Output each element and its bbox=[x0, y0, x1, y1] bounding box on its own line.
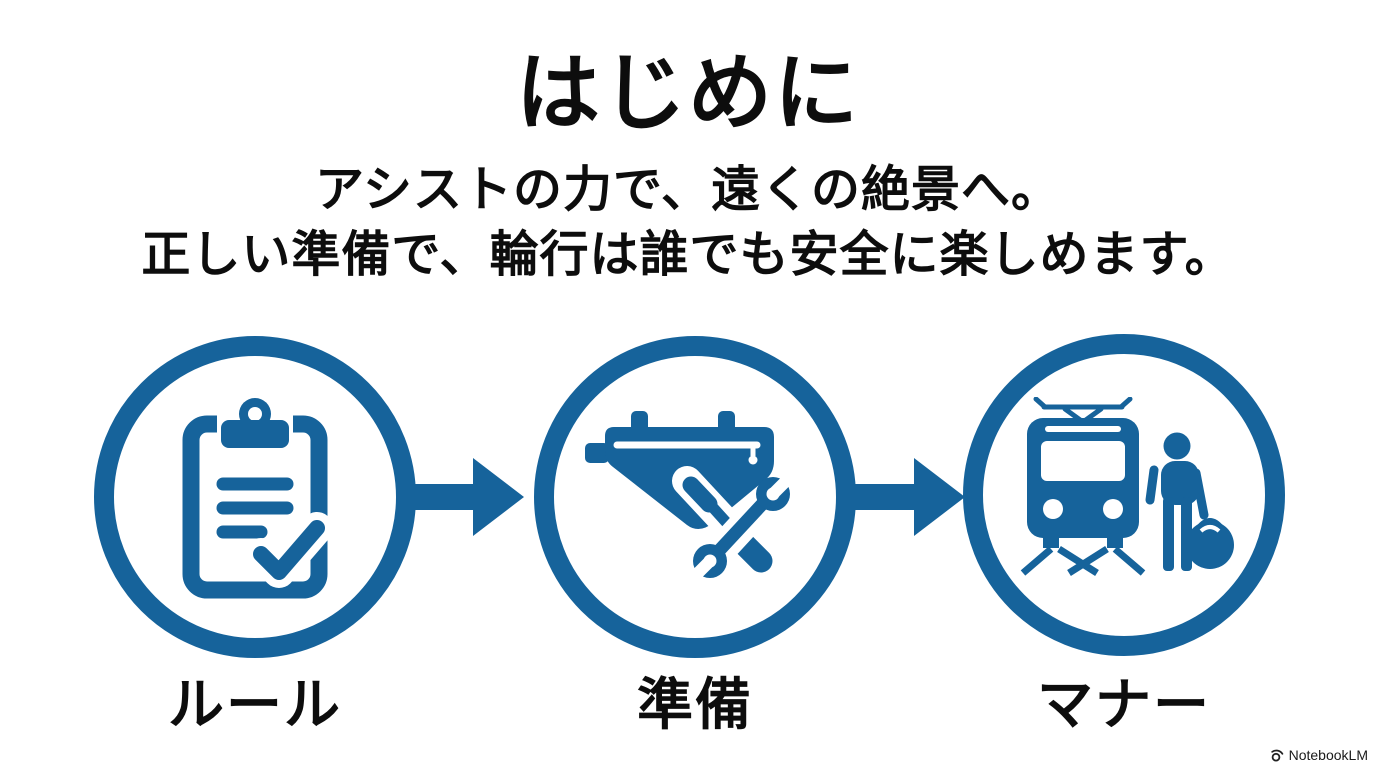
subtitle: アシストの力で、遠くの絶景へ。 正しい準備で、輪行は誰でも安全に楽しめます。 bbox=[0, 158, 1376, 288]
step-circle-preparation bbox=[534, 336, 856, 658]
step-label-manners: マナー bbox=[1037, 673, 1211, 736]
step-circle-manners bbox=[963, 334, 1285, 656]
arrow-right-icon bbox=[846, 458, 965, 536]
step-label-rules: ルール bbox=[168, 673, 342, 736]
subtitle-line-1: アシストの力で、遠くの絶景へ。 bbox=[314, 163, 1062, 217]
step-circle-rules bbox=[94, 336, 416, 658]
brand-name: NotebookLM bbox=[1288, 747, 1368, 763]
bike-frame-bag-tools-icon bbox=[585, 411, 796, 584]
page-title: はじめに bbox=[515, 46, 860, 140]
subtitle-line-2: 正しい準備で、輪行は誰でも安全に楽しめます。 bbox=[141, 228, 1235, 282]
notebooklm-logo-icon bbox=[1270, 749, 1283, 762]
arrow-right-icon bbox=[405, 458, 524, 536]
train-passenger-icon bbox=[1020, 397, 1234, 576]
brand-footer: NotebookLM bbox=[1269, 747, 1368, 763]
clipboard-check-icon bbox=[182, 398, 333, 599]
step-label-preparation: 準備 bbox=[637, 673, 753, 736]
